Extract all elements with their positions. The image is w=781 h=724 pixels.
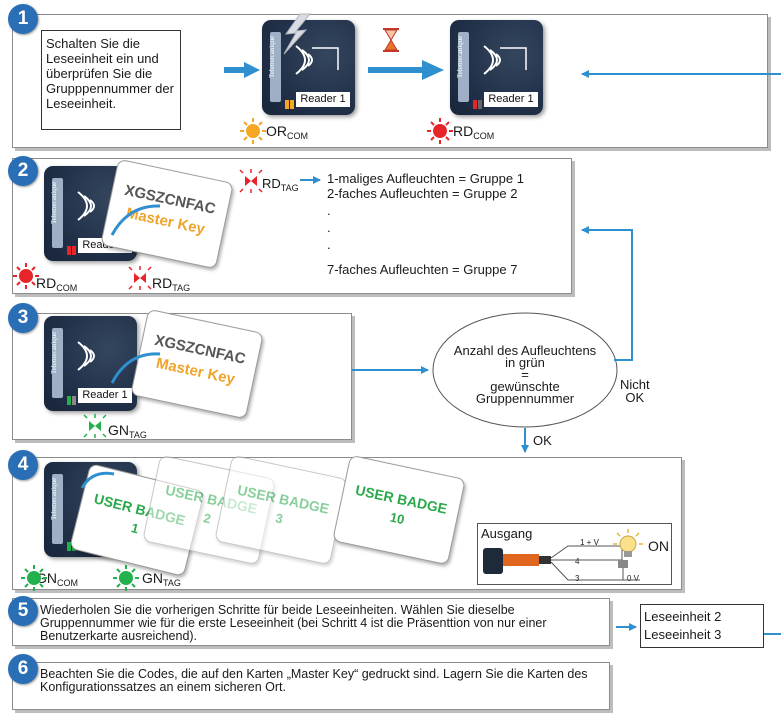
led-label-gn-com-step4: GNCOM	[36, 571, 78, 591]
output-title: Ausgang	[481, 526, 533, 541]
led-sub: TAG	[163, 578, 181, 588]
output-state: ON	[648, 538, 669, 554]
decision-no-line: Nicht	[620, 377, 650, 392]
reader-side-stripe	[52, 178, 63, 248]
decision-line: Anzahl des Aufleuchtens	[453, 343, 597, 358]
step-number-5: 5	[8, 596, 38, 626]
rfid-wave-icon	[77, 191, 95, 221]
led-label-rd-tag-step2: RDTAG	[152, 276, 190, 296]
led-sub: COM	[287, 131, 308, 141]
reader-leds	[67, 242, 77, 260]
step-1-instruction-text: Schalten Sie die Leseeinheit ein und übe…	[46, 36, 174, 111]
reader-label: Reader 1	[296, 92, 350, 107]
step-number-6: 6	[8, 654, 38, 684]
output-wire-1-label: 1 + V	[580, 538, 599, 547]
led-main: RD	[36, 275, 57, 291]
reader-leds	[67, 392, 77, 410]
output-wire-3-label: 3	[575, 574, 580, 583]
decision-line: Gruppennummer	[475, 391, 575, 406]
decision-no-label: Nicht OK	[620, 378, 650, 404]
step-number-2: 2	[8, 156, 38, 186]
decision-line: in grün	[505, 355, 545, 370]
led-main: RD	[152, 275, 173, 291]
led-label-rd-com-step2: RDCOM	[36, 276, 77, 296]
reader-device-step1-a: Telemecanique Reader 1	[262, 20, 355, 115]
units-box	[640, 604, 764, 648]
step-5-text: Wiederholen Sie die vorherigen Schritte …	[40, 603, 547, 643]
unit-item: Leseeinheit 3	[644, 627, 722, 642]
led-main: GN	[36, 570, 57, 586]
reader-device-step3: Telemecanique Reader 1	[44, 316, 137, 411]
led-label-gn-tag-step4: GNTAG	[142, 571, 181, 591]
reader-label: Reader 1	[484, 92, 538, 107]
reader-brand: Telemecanique	[50, 331, 58, 374]
step-6-panel	[12, 662, 610, 710]
group-list-item: .	[327, 203, 331, 218]
led-sub: COM	[56, 283, 78, 293]
reader-brand: Telemecanique	[456, 35, 464, 78]
reader-brand: Telemecanique	[268, 35, 276, 78]
output-wire-2-label: 4	[575, 557, 580, 566]
led-sub: COM	[473, 131, 495, 141]
arrow-not-ok	[581, 226, 633, 361]
group-list-item: .	[327, 237, 331, 252]
led-label-rd-tag-legend: RDTAG	[262, 176, 299, 196]
decision-yes-label: OK	[533, 433, 552, 448]
led-main: RD	[262, 176, 281, 191]
step-6-text: Beachten Sie die Codes, die auf den Kart…	[40, 667, 588, 694]
decision-no-line: OK	[625, 390, 645, 405]
led-label-or-com: ORCOM	[266, 124, 308, 144]
step-5-panel	[12, 598, 610, 646]
reader-leds	[285, 96, 295, 114]
reader-side-stripe	[458, 32, 469, 102]
rfid-wave-icon	[295, 45, 339, 75]
output-wire-4-label: 0 V	[627, 574, 640, 583]
rfid-wave-icon	[77, 341, 95, 371]
reader-side-stripe	[270, 32, 281, 102]
reader-leds	[473, 96, 483, 114]
decision-line: =	[521, 367, 529, 382]
led-sub: TAG	[280, 183, 299, 193]
group-list-item: 2-faches Aufleuchten = Gruppe 2	[327, 186, 518, 201]
reader-side-stripe	[52, 474, 63, 544]
reader-device-step1-b: Telemecanique Reader 1	[450, 20, 543, 115]
led-main: GN	[142, 570, 163, 586]
rfid-wave-icon	[483, 45, 527, 75]
reader-side-stripe	[52, 328, 63, 398]
group-list-item: 7-faches Aufleuchten = Gruppe 7	[327, 262, 518, 277]
decision-line: gewünschte	[490, 379, 560, 394]
group-list-item: .	[327, 220, 331, 235]
led-main: GN	[108, 422, 129, 438]
led-sub: TAG	[129, 430, 147, 440]
step-number-4: 4	[8, 450, 38, 480]
step-1-instruction-box	[41, 30, 181, 130]
unit-item: Leseeinheit 2	[644, 609, 722, 624]
reader-brand: Telemecanique	[50, 181, 58, 224]
step-number-1: 1	[8, 4, 38, 34]
led-label-gn-tag-step3: GNTAG	[108, 423, 147, 443]
step-number-3: 3	[8, 303, 38, 333]
reader-label: Reader 1	[78, 388, 132, 403]
led-sub: TAG	[172, 283, 191, 293]
led-label-rd-com-step1: RDCOM	[453, 124, 494, 144]
reader-brand: Telemecanique	[50, 477, 58, 520]
group-list-item: 1-maliges Aufleuchten = Gruppe 1	[327, 171, 524, 186]
led-sub: COM	[57, 578, 78, 588]
led-main: RD	[453, 123, 474, 139]
led-main: OR	[266, 123, 287, 139]
